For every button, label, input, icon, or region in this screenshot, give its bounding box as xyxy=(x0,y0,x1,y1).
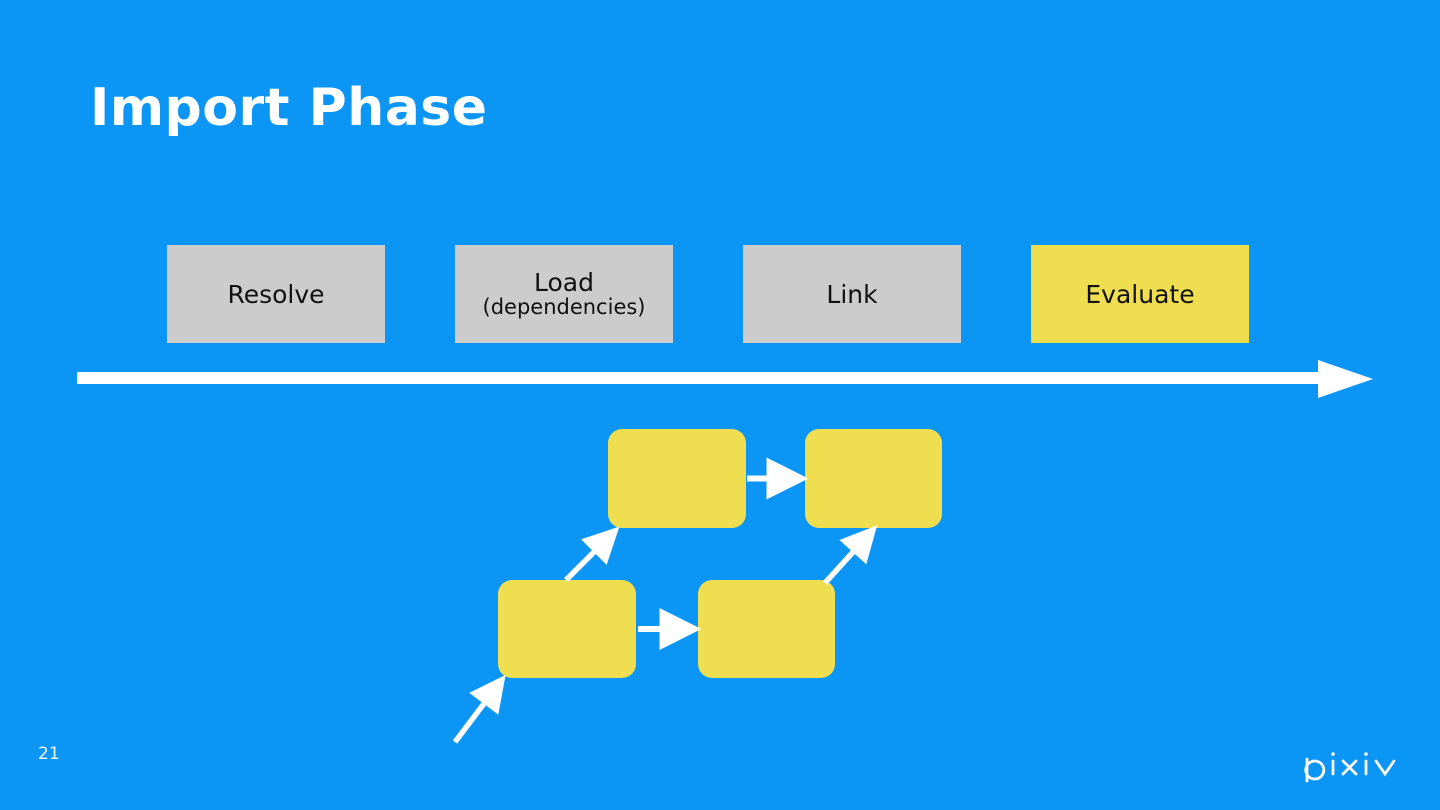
phase-sublabel-load: (dependencies) xyxy=(482,295,646,320)
page-title: Import Phase xyxy=(90,78,488,138)
edge-entry-to-bottomleft xyxy=(452,674,506,744)
phase-box-load: Load (dependencies) xyxy=(455,245,673,343)
timeline-arrow-icon xyxy=(77,360,1373,398)
edge-bottomleft-to-topleft xyxy=(564,526,620,582)
phase-box-evaluate: Evaluate xyxy=(1031,245,1249,343)
phase-label-link: Link xyxy=(826,279,878,309)
page-number: 21 xyxy=(38,744,60,764)
module-node-top-left xyxy=(608,429,746,528)
edge-bottomright-to-topright xyxy=(822,525,878,585)
phase-box-link: Link xyxy=(743,245,961,343)
phase-label-load: Load xyxy=(534,268,594,298)
module-node-top-right xyxy=(805,429,942,528)
phase-label-evaluate: Evaluate xyxy=(1085,279,1195,309)
module-node-bottom-right xyxy=(698,580,835,678)
phase-box-resolve: Resolve xyxy=(167,245,385,343)
pixiv-logo xyxy=(1304,752,1396,783)
module-node-bottom-left xyxy=(498,580,636,678)
phase-label-resolve: Resolve xyxy=(227,279,325,309)
